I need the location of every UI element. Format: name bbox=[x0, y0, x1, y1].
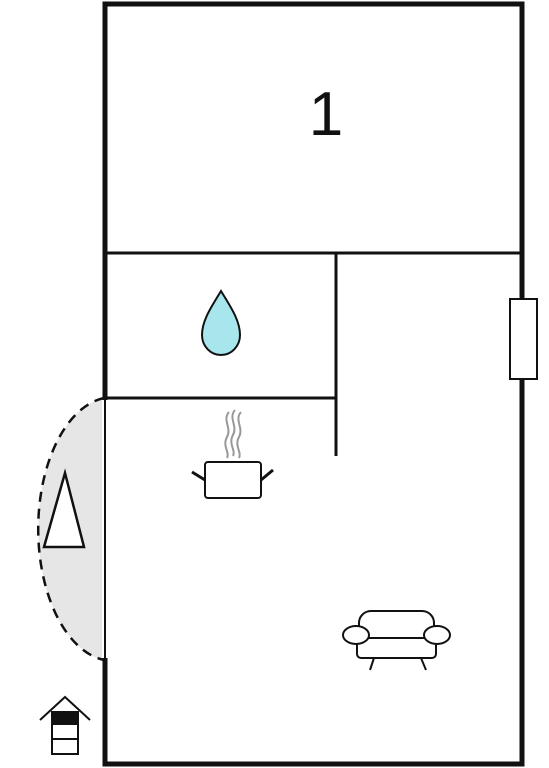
window-icon bbox=[509, 298, 538, 380]
bathroom-water-drop-icon bbox=[200, 289, 242, 356]
living-room-sofa-icon bbox=[342, 610, 451, 671]
kitchen-pot-icon bbox=[191, 409, 274, 499]
room-number-label: 1 bbox=[309, 80, 343, 149]
entrance-arrow-icon bbox=[42, 468, 86, 549]
stairs-icon bbox=[39, 695, 91, 755]
door-swing-arc bbox=[36, 396, 105, 662]
outer-wall bbox=[102, 1, 525, 767]
